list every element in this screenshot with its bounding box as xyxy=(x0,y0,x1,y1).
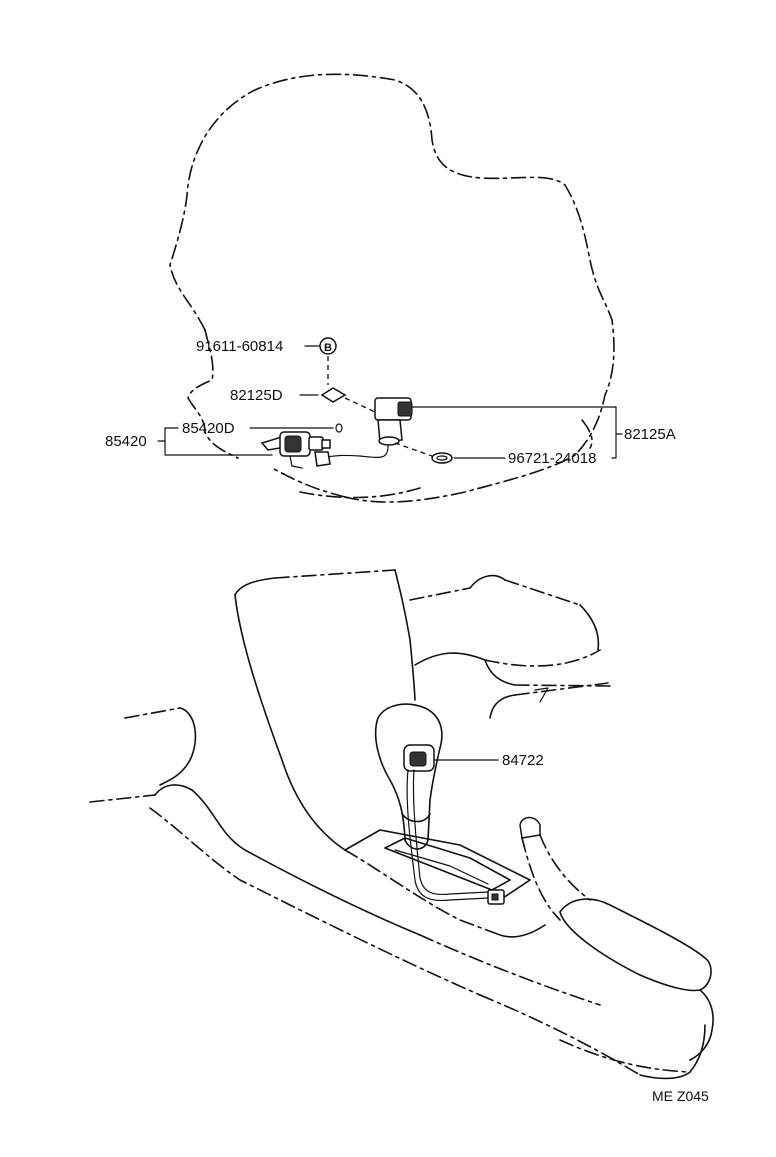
switch-washer xyxy=(335,423,343,433)
shift-lever-part xyxy=(374,703,505,905)
label-bolt: 91611-60814 xyxy=(196,338,283,355)
bracket-left xyxy=(164,427,273,456)
transaxle-outline xyxy=(169,73,615,503)
label-gasket: 82125D xyxy=(230,387,283,404)
dash-sensor-oring xyxy=(394,442,433,457)
label-assy-right: 82125A xyxy=(624,426,676,443)
bolt-marker-letter: B xyxy=(324,342,332,354)
label-assy-left: 85420 xyxy=(105,433,147,450)
figure-code: ME Z045 xyxy=(652,1088,709,1104)
oring-part xyxy=(431,452,453,464)
label-knob-switch: 84722 xyxy=(502,752,544,769)
label-oring: 96721-24018 xyxy=(508,450,596,467)
console-outline xyxy=(89,569,714,1080)
speed-sensor-part xyxy=(314,397,413,467)
bolt-symbol: B xyxy=(319,337,337,355)
neutral-switch-part xyxy=(260,431,331,469)
dash-gasket-sensor xyxy=(344,397,376,413)
bracket-right xyxy=(611,406,617,459)
gasket-part xyxy=(320,387,347,403)
label-switch: 85420D xyxy=(182,420,235,437)
